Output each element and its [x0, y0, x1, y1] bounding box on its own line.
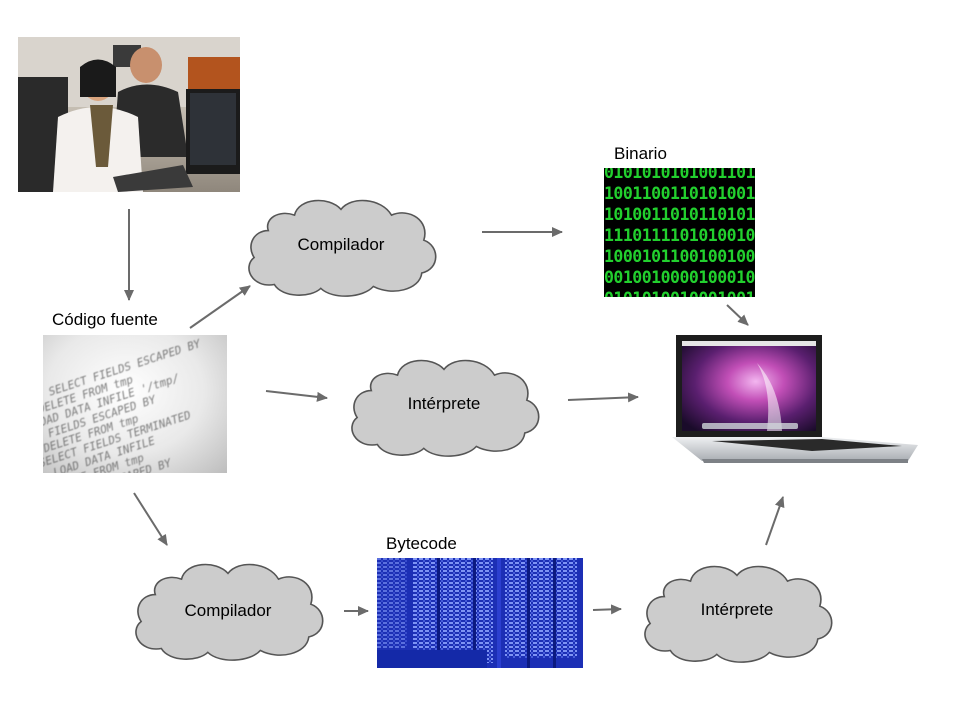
interpreter-bottom-text: Intérprete	[700, 600, 774, 619]
arrow-binary-to-laptop	[726, 304, 749, 326]
cloud-interpreter-mid: Intérprete	[343, 352, 545, 458]
arrow-interpreter-mid-to-laptop	[567, 392, 639, 403]
interpreter-mid-text: Intérprete	[407, 394, 481, 413]
source-code-paper-image: SELECT FIELDS ESCAPED BY DELETE FROM tmp…	[43, 335, 227, 473]
cloud-shape-icon	[135, 563, 324, 661]
people-at-computer-photo	[18, 37, 240, 192]
cloud-compiler-bottom: Compilador	[127, 556, 329, 662]
binary-label: Binario	[614, 144, 667, 163]
source-code-label: Código fuente	[52, 310, 158, 329]
laptop-image	[672, 333, 918, 463]
binary-code-image: 0101010101001101 1001100110101001 101001…	[604, 168, 755, 297]
arrow-source-to-compiler-top	[189, 285, 251, 329]
compiler-bottom-text: Compilador	[184, 601, 272, 620]
cloud-interpreter-bottom: Intérprete	[636, 558, 838, 664]
bytecode-image	[377, 558, 583, 668]
cloud-shape-icon	[248, 199, 437, 297]
compiler-top-text: Compilador	[297, 235, 385, 254]
bytecode-label: Bytecode	[386, 534, 457, 553]
cloud-compiler-top: Compilador	[240, 192, 442, 298]
arrow-bytecode-to-interpreter-bottom	[592, 604, 622, 615]
arrow-interpreter-bottom-to-laptop	[765, 496, 785, 546]
arrow-source-to-interpreter-mid	[265, 390, 328, 402]
arrow-source-to-compiler-bottom	[133, 492, 168, 546]
cloud-shape-icon	[351, 359, 540, 457]
cloud-shape-icon	[644, 565, 833, 663]
